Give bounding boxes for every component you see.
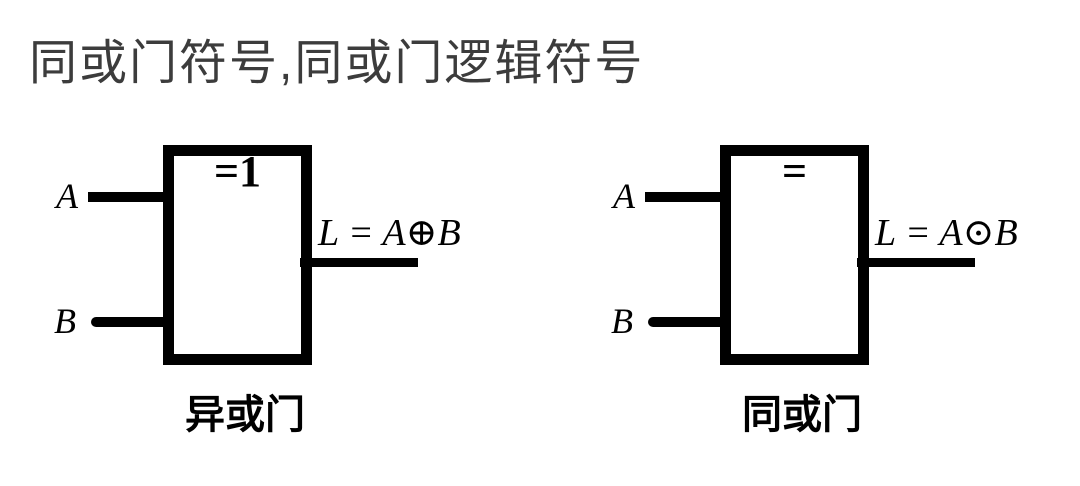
xor-output-formula: L = A⊕B xyxy=(318,212,461,254)
xnor-input-b-wire xyxy=(648,317,723,327)
xor-input-b-label: B xyxy=(54,301,76,341)
xnor-gate-symbol-label: = xyxy=(781,147,808,196)
xnor-gate-caption: 同或门 xyxy=(742,392,862,437)
xnor-output-formula: L = A⊙B xyxy=(875,212,1018,254)
xor-input-a-wire xyxy=(88,192,166,202)
page-title: 同或门符号,同或门逻辑符号 xyxy=(29,37,645,90)
xnor-input-a-label: A xyxy=(613,176,635,216)
xor-gate-caption: 异或门 xyxy=(185,392,305,437)
xor-output-wire xyxy=(300,258,418,267)
xor-gate-symbol-label: =1 xyxy=(213,147,262,196)
xor-input-a-label: A xyxy=(56,176,78,216)
xnor-input-a-wire xyxy=(645,192,723,202)
xnor-output-wire xyxy=(857,258,975,267)
xor-gate-box xyxy=(163,145,312,365)
xnor-gate-diagram: = A B L = A⊙B 同或门 xyxy=(557,0,1080,486)
xor-input-b-wire xyxy=(91,317,166,327)
xor-gate-diagram: =1 A B L = A⊕B 异或门 xyxy=(0,0,523,486)
xnor-input-b-label: B xyxy=(611,301,633,341)
xnor-gate-box xyxy=(720,145,869,365)
